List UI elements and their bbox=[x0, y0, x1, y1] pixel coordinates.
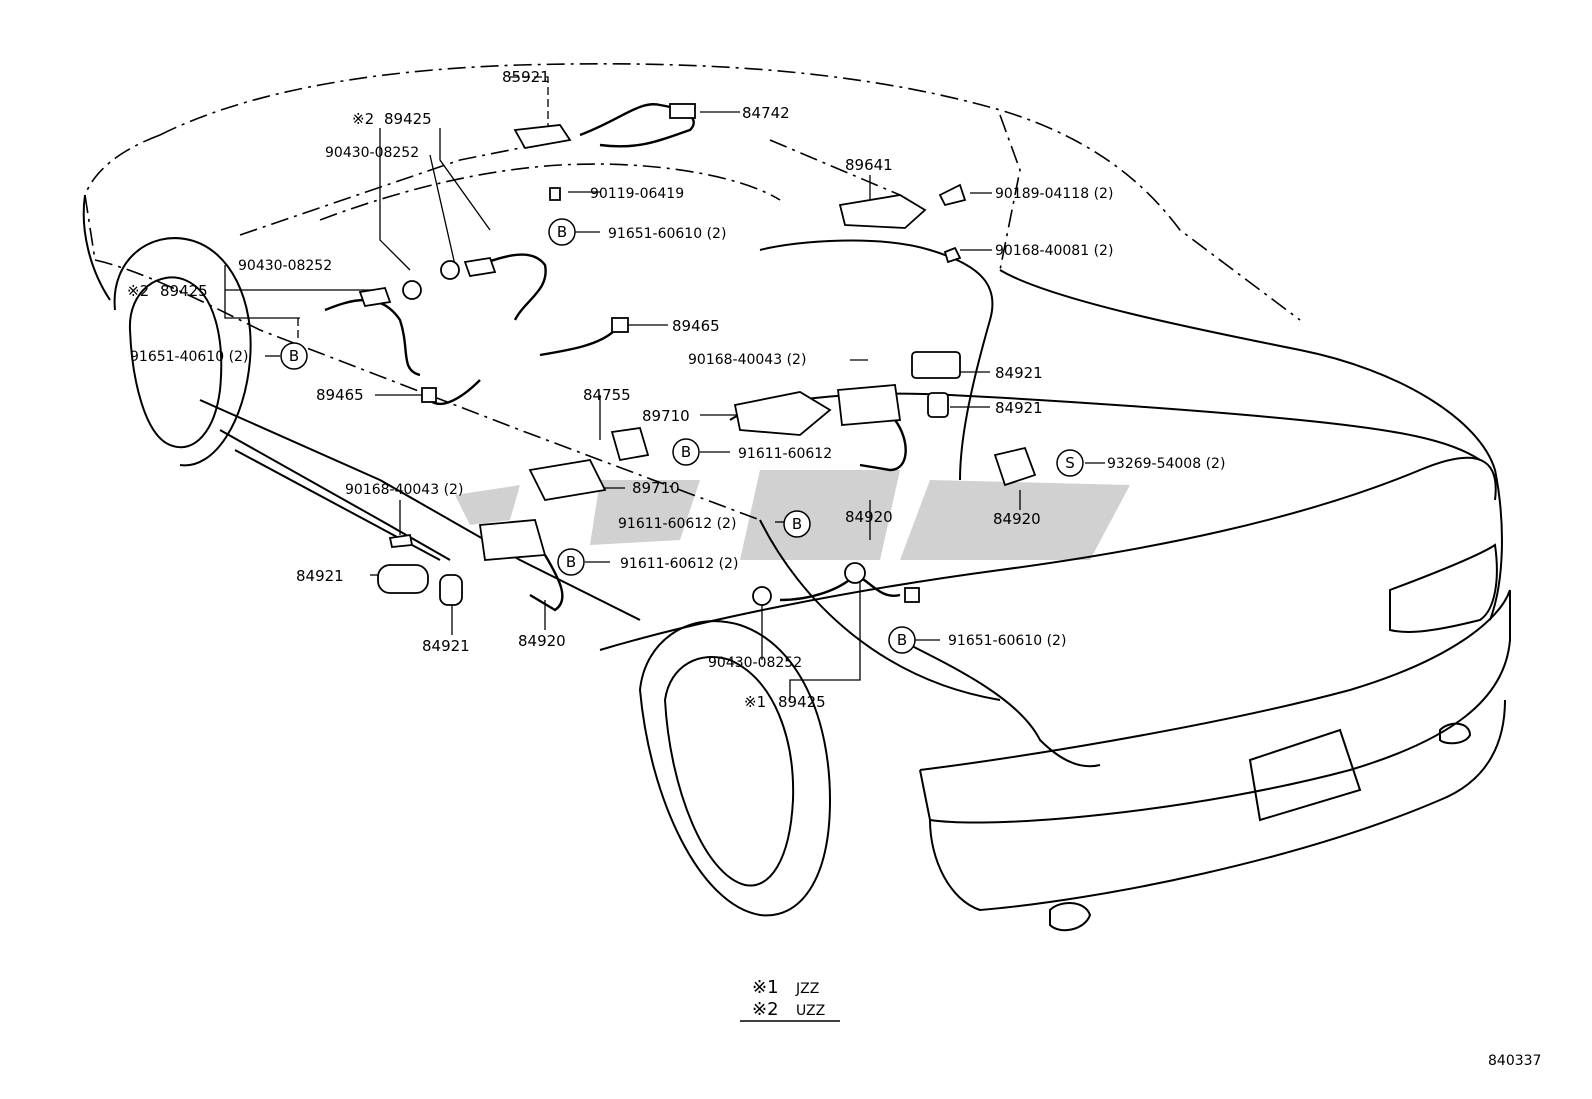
label-91611-b: 91611-60612 (2) bbox=[618, 516, 736, 532]
part-84921-c-shape bbox=[377, 564, 429, 594]
label-90189: 90189-04118 (2) bbox=[995, 186, 1113, 202]
label-84920-b: 84920 bbox=[993, 510, 1041, 528]
label-90430-a: 90430-08252 bbox=[325, 145, 419, 161]
part-89710-b-shape bbox=[528, 459, 607, 501]
label-89465-b: 89465 bbox=[316, 386, 364, 404]
legend-note2-text: UZZ bbox=[796, 1003, 825, 1019]
svg-text:B: B bbox=[566, 553, 576, 571]
bolt-marker-left bbox=[280, 342, 308, 370]
part-90168-a-shape bbox=[943, 246, 962, 264]
parts bbox=[324, 103, 1037, 612]
part-84920-a-shape bbox=[837, 384, 902, 426]
part-84920-c-shape bbox=[478, 519, 547, 561]
svg-text:B: B bbox=[289, 347, 299, 365]
part-89465-a-wire bbox=[539, 329, 616, 357]
label-89425-bottom: 89425 bbox=[778, 693, 826, 711]
svg-text:B: B bbox=[557, 223, 567, 241]
label-89641: 89641 bbox=[845, 156, 893, 174]
label-90168-a: 90168-40081 (2) bbox=[995, 243, 1113, 259]
label-84920-c: 84920 bbox=[518, 632, 566, 650]
part-84921-d-shape bbox=[439, 574, 463, 606]
note-mark-top: ※2 bbox=[352, 110, 374, 128]
bolt-marker-right bbox=[888, 626, 916, 654]
part-labels: 85921 84742 ※2 89425 90430-08252 90119-0… bbox=[127, 68, 1225, 711]
label-84920-a: 84920 bbox=[845, 508, 893, 526]
bolt-marker-lower bbox=[557, 548, 585, 576]
part-89465-b-wire bbox=[429, 379, 481, 406]
svg-text:B: B bbox=[681, 443, 691, 461]
label-84921-a: 84921 bbox=[995, 364, 1043, 382]
legend-note1-text: JZZ bbox=[795, 981, 819, 997]
screw-marker bbox=[1056, 449, 1084, 477]
part-90119-shape bbox=[549, 187, 561, 201]
circle-markers: B B B B B B S bbox=[280, 218, 1084, 654]
label-91611-c: 91611-60612 (2) bbox=[620, 556, 738, 572]
part-89641-shape bbox=[838, 194, 927, 229]
label-89710-b: 89710 bbox=[632, 479, 680, 497]
bolt-marker-top bbox=[548, 218, 576, 246]
bolt-marker-mid bbox=[672, 438, 700, 466]
watermark-logo bbox=[455, 470, 1130, 560]
svg-text:B: B bbox=[897, 631, 907, 649]
car-body-outline bbox=[82, 63, 1511, 932]
label-91651-right: 91651-60610 (2) bbox=[948, 633, 1066, 649]
label-84921-d: 84921 bbox=[422, 637, 470, 655]
note-mark-left: ※2 bbox=[127, 282, 149, 300]
label-91611-a: 91611-60612 bbox=[738, 446, 832, 462]
label-91651-left: 91651-40610 (2) bbox=[130, 349, 248, 365]
label-90168-b: 90168-40043 (2) bbox=[688, 352, 806, 368]
label-89425-top: 89425 bbox=[384, 110, 432, 128]
legend-note2-mark: ※2 bbox=[752, 999, 779, 1020]
label-90168-c: 90168-40043 (2) bbox=[345, 482, 463, 498]
label-84921-c: 84921 bbox=[296, 567, 344, 585]
label-93269: 93269-54008 (2) bbox=[1107, 456, 1225, 472]
label-84755: 84755 bbox=[583, 386, 631, 404]
part-84755-shape bbox=[610, 426, 650, 462]
label-89465-a: 89465 bbox=[672, 317, 720, 335]
label-84921-b: 84921 bbox=[995, 399, 1043, 417]
label-85921: 85921 bbox=[502, 68, 550, 86]
part-90168-c-shape bbox=[388, 533, 414, 548]
label-90430-b: 90430-08252 bbox=[238, 258, 332, 274]
part-85921-shape bbox=[513, 124, 572, 149]
part-89425-left-wire bbox=[324, 298, 421, 377]
label-90430-c: 90430-08252 bbox=[708, 655, 802, 671]
note-mark-bottom: ※1 bbox=[744, 693, 766, 711]
part-89425-top-wire bbox=[469, 253, 547, 321]
label-90119: 90119-06419 bbox=[590, 186, 684, 202]
svg-text:S: S bbox=[1065, 454, 1075, 472]
diagram-id: 840337 bbox=[1488, 1053, 1541, 1069]
label-91651-top: 91651-60610 (2) bbox=[608, 226, 726, 242]
part-84921-b-shape bbox=[927, 392, 949, 418]
part-84920-b-shape bbox=[993, 446, 1037, 487]
part-89710-a-shape bbox=[733, 391, 832, 436]
part-84921-a-shape bbox=[911, 351, 961, 379]
label-89425-left: 89425 bbox=[160, 282, 208, 300]
legend: ※1 JZZ ※2 UZZ bbox=[740, 977, 840, 1022]
leader-lines bbox=[224, 76, 1105, 700]
label-89710-a: 89710 bbox=[642, 407, 690, 425]
part-90189-shape bbox=[938, 183, 967, 207]
bolt-marker-center bbox=[783, 510, 811, 538]
label-84742: 84742 bbox=[742, 104, 790, 122]
legend-note1-mark: ※1 bbox=[752, 977, 779, 998]
svg-text:B: B bbox=[792, 515, 802, 533]
